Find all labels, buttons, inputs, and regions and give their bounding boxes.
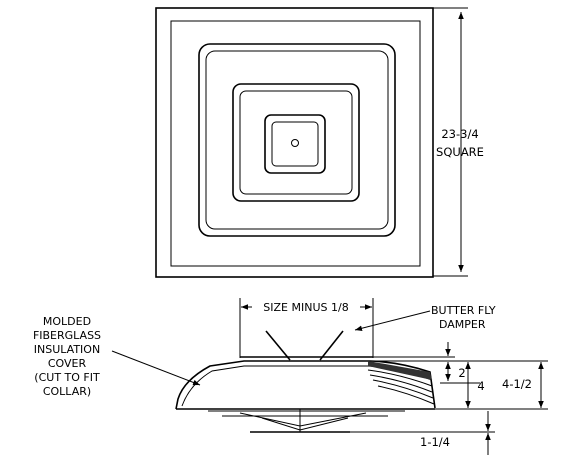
cover-label-line-2: FIBERGLASS (33, 329, 101, 342)
ring-1 (198, 43, 396, 237)
size-label: SIZE MINUS 1/8 (263, 301, 348, 314)
dim-2-label: 2 (458, 366, 465, 380)
dim-square-note: SQUARE (436, 145, 484, 159)
dim-4half-label: 4-1/2 (502, 377, 532, 391)
cover-label-line-1: MOLDED (43, 315, 91, 328)
center-screw (291, 139, 299, 147)
damper-label-line1: BUTTER FLY (431, 304, 496, 317)
outer-frame (155, 7, 434, 278)
cover-label-line-3: INSULATION (34, 343, 100, 356)
cover-leader (111, 350, 201, 386)
ring-3 (264, 114, 326, 174)
cone-blades (208, 409, 405, 433)
cover-label-line-5: (CUT TO FIT (34, 371, 100, 384)
ring-2 (232, 83, 360, 202)
inner-frame (170, 20, 421, 267)
cover-label-line-4: COVER (48, 357, 87, 370)
dim-4-label: 4 (477, 379, 484, 393)
cover-inner (181, 365, 368, 407)
damper-leader (354, 310, 431, 331)
ring-1-inner (205, 50, 389, 230)
damper-blade-right (319, 330, 344, 361)
damper-blade-left (265, 330, 291, 361)
damper-label-line2: DAMPER (439, 318, 486, 331)
ring-3-inner (271, 121, 319, 167)
cover-label-line-6: COLLAR) (43, 385, 91, 398)
ring-2-inner (239, 90, 353, 195)
side-view: SIZE MINUS 1/8 BUTTER FLY DAMPER (33, 298, 548, 455)
dim-square: 23-3/4 (441, 127, 478, 141)
insulation-hatch (367, 361, 435, 405)
cover-label: MOLDED FIBERGLASS INSULATION COVER (CUT … (33, 315, 101, 398)
dim-1q-label: 1-1/4 (420, 435, 450, 449)
top-view: 23-3/4 SQUARE (155, 7, 484, 278)
cover-body (175, 360, 436, 410)
